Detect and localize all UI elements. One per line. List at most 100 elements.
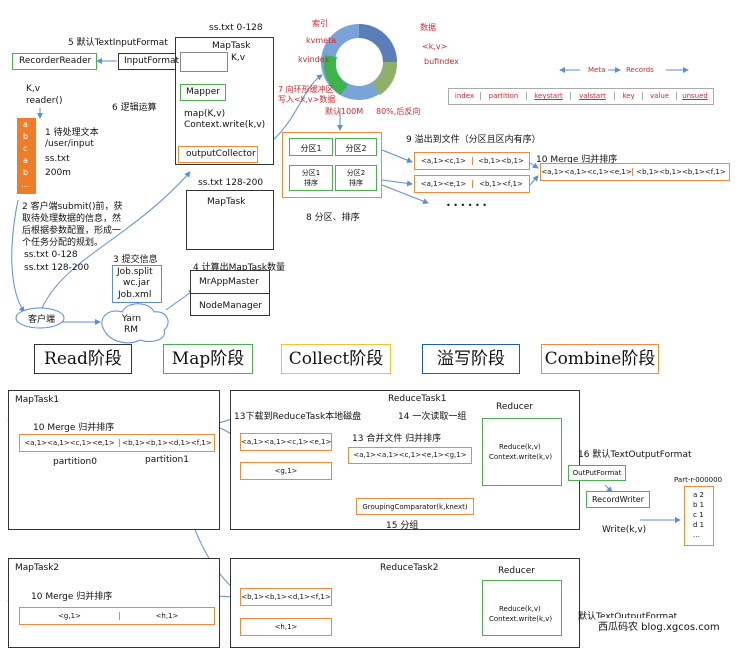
partition-cell-label: 分区2 排序	[346, 169, 366, 187]
reduce1-g-row: <g,1>	[240, 462, 332, 480]
buffer-kvindex-label: kvindex	[298, 55, 330, 64]
meta-col: partition	[481, 92, 527, 100]
meta-col: keystart	[527, 92, 571, 100]
meta-columns-row: index partition keystart valstart key va…	[448, 88, 714, 105]
buffer-data-label: 数据	[420, 23, 436, 32]
stage-spill: 溢写阶段	[422, 344, 520, 374]
maptask1-panel: MapTask1 10 Merge 归并排序 <a,1><a,1><c,1><e…	[8, 390, 220, 530]
mapper-label: Mapper	[186, 87, 220, 97]
job-jar: wc.jar	[123, 278, 150, 288]
spill-cell: <a,1><e,1>	[415, 180, 473, 188]
reduce1-merged-cell: <a,1><a,1><c,1><e,1><g,1>	[353, 451, 467, 459]
input-file-column: a b c a b …	[17, 118, 36, 194]
partition-cell-label: 分区1	[300, 144, 322, 153]
maptask-title: MapTask	[212, 41, 251, 51]
stage-read: Read阶段	[34, 344, 132, 374]
maptask1-merge-cell: <a,1><a,1><c,1><e,1>	[20, 439, 120, 447]
reducer2-box: Reduce(k,v) Context.write(k,v)	[482, 580, 562, 636]
maptask2-top-box: MapTask	[186, 190, 274, 250]
buffer-kvmeta-label: kvmeta	[306, 36, 337, 45]
reduce1-code-line1: Reduce(k,v)	[499, 443, 541, 451]
grouping-box: GroupingComparator(k,knext)	[356, 498, 474, 515]
maptask1-merge-cell: <b,1><b,1><d,1><f,1>	[122, 439, 212, 447]
spill-dots: • • • • • •	[446, 201, 488, 210]
step14-label: 14 一次读取一组	[398, 412, 467, 422]
reduce2-row: <h,1>	[240, 618, 332, 636]
merge-row: <a,1><a,1><c,1><e,1> <b,1><b,1><b,1><f,1…	[540, 163, 730, 181]
maptask1-merge-row: <a,1><a,1><c,1><e,1> <b,1><b,1><d,1><f,1…	[19, 434, 215, 452]
maptask-inner-box	[180, 52, 228, 72]
reduce1-local-row: <a,1><a,1><c,1><e,1>	[240, 433, 332, 451]
nodemanager-label: NodeManager	[199, 301, 262, 311]
part-line: a 2	[693, 491, 704, 499]
step2-line: 2 客户端submit()前，获	[22, 202, 123, 212]
part-line: d 1	[693, 521, 705, 529]
step16-label: 16 默认TextOutputFormat	[578, 450, 692, 460]
step15-label: 15 分组	[386, 521, 419, 531]
job-xml: Job.xml	[118, 290, 152, 300]
buffer-kv-label: <k,v>	[422, 42, 448, 51]
maptask2-merge-row: <g,1> <h,1>	[19, 607, 215, 625]
partition-cell: 分区1	[289, 138, 333, 156]
maptask2-merge-cell: <h,1>	[155, 612, 179, 620]
meta-col: index	[449, 92, 481, 100]
merge-cell: <b,1><b,1><b,1><f,1>	[636, 168, 726, 176]
reducetask1-title: ReduceTask1	[388, 394, 447, 404]
step10-label: 10 Merge 归并排序	[536, 155, 618, 165]
step9-label: 9 溢出到文件（分区且区内有序）	[406, 135, 541, 145]
yarn-label: Yarn	[122, 314, 142, 324]
partition1-label: partition1	[145, 455, 189, 465]
partition-box: 分区1 分区2 分区1 排序 分区2 排序	[282, 132, 382, 198]
part-line: …	[693, 531, 700, 539]
step13b-label: 13 合并文件 归并排序	[352, 434, 442, 444]
file-letter: c	[23, 144, 28, 153]
mrappmaster-label: MrAppMaster	[199, 277, 259, 287]
file-letter: b	[23, 132, 29, 141]
reduce1-local-cell: <a,1><a,1><c,1><e,1>	[241, 438, 332, 446]
recorder-reader-box: RecorderReader	[12, 53, 97, 70]
part-line: b 1	[693, 501, 705, 509]
spill-row: <a,1><c,1> <b,1><b,1>	[414, 152, 530, 170]
map-code-line1: map(K,v)	[184, 109, 226, 119]
file-letter: …	[21, 180, 29, 189]
reader-call: reader()	[26, 96, 63, 106]
stage-collect: Collect阶段	[281, 344, 391, 374]
meta-col: valstart	[571, 92, 615, 100]
meta-label: Meta	[588, 66, 606, 74]
step2-line: 个任务分配的规划。	[22, 238, 104, 248]
step5-label: 5 默认TextInputFormat	[68, 38, 168, 48]
output-collector-box: outputCollector	[178, 146, 258, 163]
partition-cell-label: 分区2	[345, 144, 367, 153]
meta-col: value	[643, 92, 677, 100]
reducer1-label: Reducer	[496, 402, 533, 412]
records-label: Records	[626, 66, 654, 74]
partition-cell: 分区2 排序	[335, 165, 377, 191]
output-collector-label: outputCollector	[186, 149, 256, 159]
reduce1-code-line2: Context.write(k,v)	[489, 453, 553, 461]
step6-label: 6 逻辑运算	[112, 103, 157, 113]
job-files-box: Job.split wc.jar Job.xml	[112, 265, 162, 303]
spill-cell: <b,1><f,1>	[479, 180, 523, 188]
record-writer-label: RecordWriter	[591, 495, 645, 504]
reduce2-output-format: 默认TextOutputFormat	[578, 612, 678, 622]
part-file-label: Part-r-000000	[674, 476, 723, 484]
reduce1-g-cell: <g,1>	[274, 467, 298, 475]
maptask2-merge-label: 10 Merge 归并排序	[31, 592, 113, 602]
output-format-label: OutPutFormat	[572, 469, 622, 477]
input-format-label: InputFormat	[124, 56, 180, 66]
file-letter: a	[23, 156, 28, 165]
step1-size: 200m	[45, 168, 71, 178]
spill-cell: <a,1><c,1>	[415, 157, 473, 165]
mapper-box: Mapper	[180, 84, 226, 101]
step4-label: 4 计算出MapTask数量	[193, 263, 286, 273]
grouping-label: GroupingComparator(k,knext)	[362, 503, 468, 511]
step2-line: 后根据参数配置，形成一	[22, 226, 122, 236]
partition-cell-label: 分区1 排序	[301, 169, 321, 187]
write-label: Write(k,v)	[602, 525, 647, 535]
file-letter: b	[23, 168, 29, 177]
stage-map: Map阶段	[163, 344, 253, 374]
reducer1-box: Reduce(k,v) Context.write(k,v)	[482, 418, 562, 486]
reducer2-label: Reducer	[498, 566, 535, 576]
split-line: ss.txt 0-128	[24, 250, 78, 260]
kv-label: K,v	[231, 53, 246, 63]
